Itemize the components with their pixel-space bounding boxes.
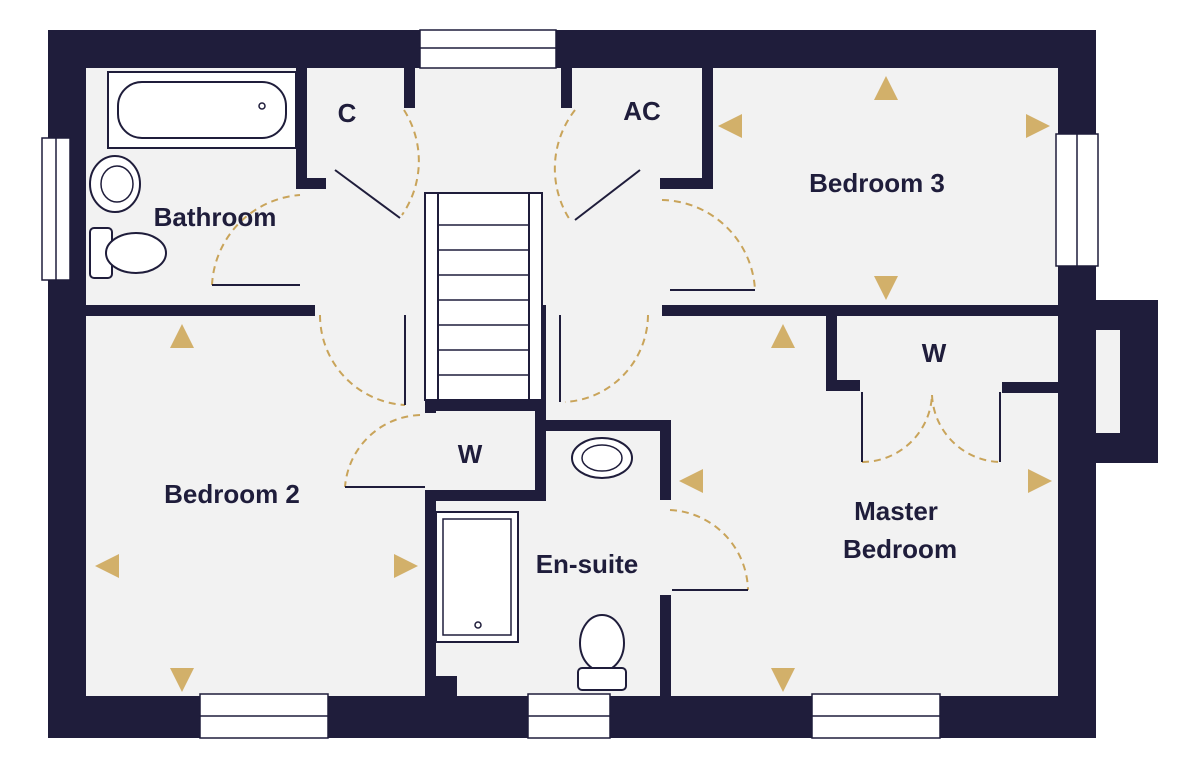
floor-areas	[85, 68, 1157, 696]
window-landing-top	[419, 29, 557, 69]
label-airing-cupboard: AC	[623, 96, 661, 126]
marker-master-top	[771, 324, 795, 348]
label-cupboard: C	[338, 98, 357, 128]
en-suite-basin	[571, 437, 633, 479]
dimension-markers	[95, 76, 1052, 692]
doors	[211, 109, 1001, 591]
marker-bedroom2-right	[394, 554, 418, 578]
en-suite-fixtures	[435, 437, 633, 691]
marker-bedroom2-bottom	[170, 668, 194, 692]
room-labels: Bathroom C AC Bedroom 3 W W Bedroom 2 En…	[154, 96, 957, 579]
bathroom-toilet	[105, 232, 167, 274]
label-bedroom-2: Bedroom 2	[164, 479, 300, 509]
marker-master-right	[1028, 469, 1052, 493]
label-wardrobe-master: W	[922, 338, 947, 368]
marker-bedroom3-bottom	[874, 276, 898, 300]
marker-bedroom3-right	[1026, 114, 1050, 138]
marker-bedroom2-left	[95, 554, 119, 578]
bathroom-fixtures	[89, 71, 297, 279]
en-suite-toilet	[579, 614, 625, 672]
marker-bedroom3-left	[718, 114, 742, 138]
marker-bedroom2-top	[170, 324, 194, 348]
shower-tray	[435, 511, 519, 643]
marker-master-left	[679, 469, 703, 493]
windows	[41, 29, 1099, 739]
marker-master-bottom	[771, 668, 795, 692]
label-master-line2: Bedroom	[843, 534, 957, 564]
staircase	[424, 192, 543, 401]
label-master-line1: Master	[854, 496, 938, 526]
label-wardrobe-landing: W	[458, 439, 483, 469]
label-bathroom: Bathroom	[154, 202, 277, 232]
marker-bedroom3-top	[874, 76, 898, 100]
label-en-suite: En-suite	[536, 549, 639, 579]
label-bedroom-3: Bedroom 3	[809, 168, 945, 198]
